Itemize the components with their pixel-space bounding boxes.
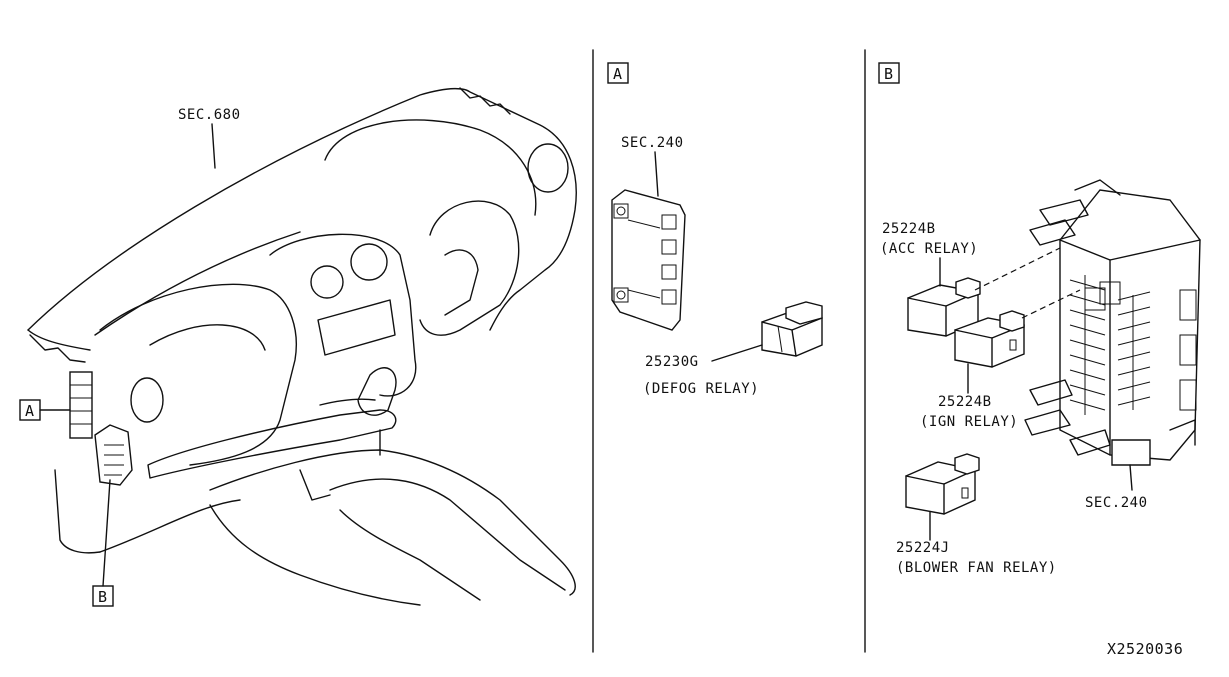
blower-relay-number: 25224J xyxy=(896,540,950,556)
ign-relay-number: 25224B xyxy=(938,394,992,410)
ign-relay xyxy=(954,310,1025,368)
blower-relay-desc: (BLOWER FAN RELAY) xyxy=(896,560,1057,576)
fuse-block-assembly xyxy=(1024,179,1201,466)
acc-relay xyxy=(907,277,981,337)
blower-fan-relay xyxy=(905,453,980,515)
defog-relay-number: 25230G xyxy=(645,354,699,370)
sec680-leader xyxy=(211,123,216,169)
relay-bracket xyxy=(611,189,686,331)
panel-a-sec-leader xyxy=(654,151,659,197)
panel-a-sec-label: SEC.240 xyxy=(621,135,684,151)
panel-b-tag: B xyxy=(884,65,893,83)
fuse-grid-left xyxy=(1069,275,1106,415)
panel-b-tag-box xyxy=(878,62,900,84)
panel-b-sec-label: SEC.240 xyxy=(1085,495,1148,511)
defog-relay-leader xyxy=(711,344,763,362)
panel-b-sec-leader xyxy=(1129,464,1133,491)
sec680-label: SEC.680 xyxy=(178,107,241,123)
panel-a-tag-box xyxy=(607,62,629,84)
fuse-block-location-b xyxy=(94,424,133,486)
defog-relay xyxy=(761,301,823,357)
acc-relay-number: 25224B xyxy=(882,221,936,237)
callout-a-label: A xyxy=(25,402,34,420)
acc-relay-desc: (ACC RELAY) xyxy=(880,241,978,257)
ign-relay-insert-line xyxy=(1021,289,1081,319)
callout-b-leader xyxy=(102,479,111,587)
panel-a-tag: A xyxy=(613,65,622,83)
defog-relay-desc: (DEFOG RELAY) xyxy=(643,381,759,397)
acc-relay-insert-line xyxy=(974,247,1061,291)
callout-b-label: B xyxy=(98,588,107,606)
instrument-panel-drawing xyxy=(27,87,577,606)
ign-relay-desc: (IGN RELAY) xyxy=(920,414,1018,430)
relay-bracket-location-a xyxy=(69,371,93,439)
diagram-id: X2520036 xyxy=(1107,640,1183,658)
fuse-grid-right xyxy=(1117,291,1151,410)
